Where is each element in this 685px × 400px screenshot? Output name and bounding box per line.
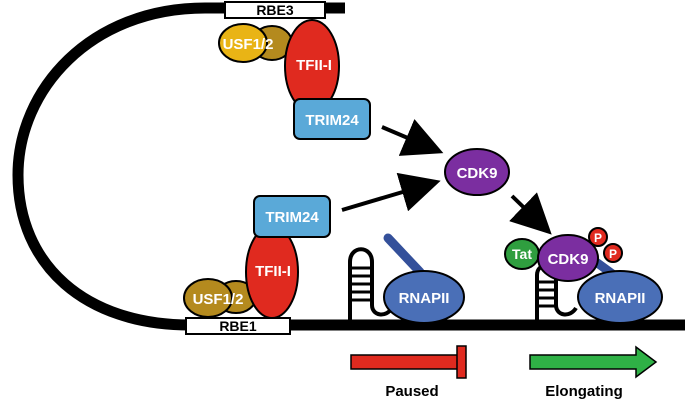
tfii-bottom-label: TFII-I xyxy=(255,263,291,280)
usf-top xyxy=(218,23,268,63)
trim24-top-label: TRIM24 xyxy=(305,112,359,129)
paused-rna-hairpin-icon xyxy=(348,247,394,322)
rbe3-element: RBE3 xyxy=(224,1,326,19)
tat-label: Tat xyxy=(512,246,532,262)
cdk9-free xyxy=(444,148,510,196)
phospho-icon-1 xyxy=(588,227,608,247)
paused-ctd-tail xyxy=(383,233,425,277)
elongating-complex: RNAPII Tat CDK9 P P xyxy=(504,227,663,324)
paused-hairpin-rungs xyxy=(350,266,372,302)
cdk9-free-label: CDK9 xyxy=(457,165,498,182)
trim24-top xyxy=(293,98,371,140)
elongating-arrow xyxy=(529,345,658,379)
rnapii-elongating-label: RNAPII xyxy=(595,290,646,307)
rnapii-paused xyxy=(383,270,465,324)
arrow-cdk9-to-elongating-complex xyxy=(509,192,552,235)
tfii-top-label: TFII-I xyxy=(296,57,332,74)
usf-bottom xyxy=(183,278,233,318)
arrow-trim24-top-to-cdk9 xyxy=(381,119,444,156)
usf-bottom-label: USF1/2 xyxy=(193,291,244,308)
rnapii-paused-label: RNAPII xyxy=(399,290,450,307)
elongating-hairpin-rungs xyxy=(537,280,556,308)
rbe1-label: RBE1 xyxy=(219,318,257,334)
arrow-trim24-bottom-to-cdk9 xyxy=(341,172,441,212)
paused-complex: RNAPII xyxy=(348,233,465,324)
cdk9-bound-label: CDK9 xyxy=(548,251,589,268)
elongating-label: Elongating xyxy=(545,383,623,400)
rbe3-label: RBE3 xyxy=(256,2,294,18)
paused-arrow xyxy=(350,345,467,379)
phospho-1-label: P xyxy=(594,231,602,245)
phospho-2-label: P xyxy=(609,247,617,261)
phospho-icon-2 xyxy=(603,243,623,263)
usf-top-label: USF1/2 xyxy=(223,36,274,53)
paused-label: Paused xyxy=(385,383,438,400)
rbe1-element: RBE1 xyxy=(185,317,291,335)
dna-loop xyxy=(12,2,685,331)
cdk9-bound xyxy=(537,234,599,282)
trim24-bottom xyxy=(253,195,331,238)
rnapii-elongating xyxy=(577,270,663,324)
trim24-bottom-label: TRIM24 xyxy=(265,209,319,226)
